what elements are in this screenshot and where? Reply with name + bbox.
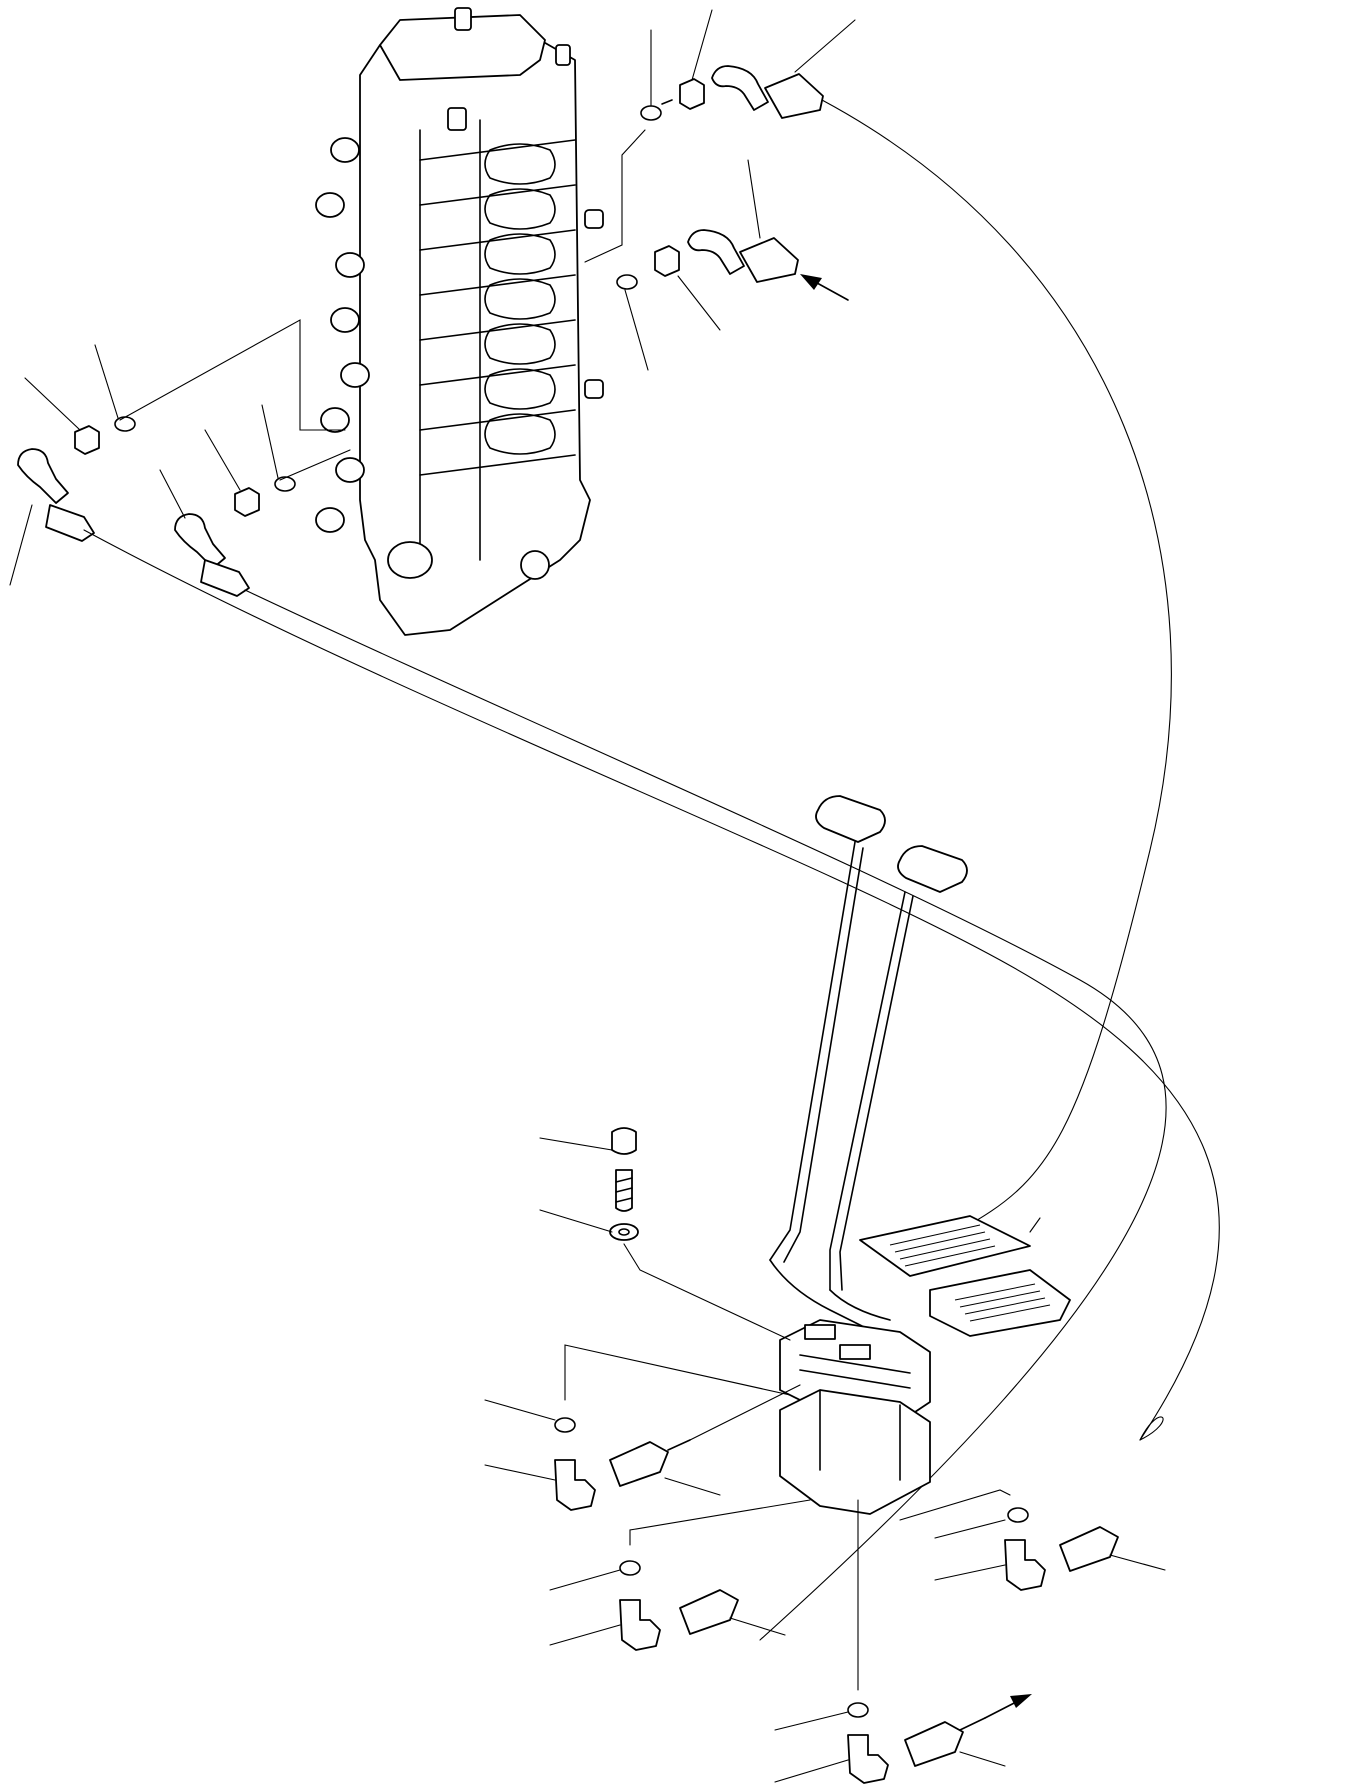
hose — [1059, 1526, 1119, 1572]
hose — [904, 1717, 986, 1767]
valve-sections — [419, 139, 576, 476]
elbow-fitting — [174, 513, 226, 569]
hose-runs — [83, 99, 1220, 1641]
spool-ports — [315, 137, 550, 580]
elbow-fitting — [17, 448, 69, 504]
washer — [609, 1223, 639, 1241]
hose — [764, 73, 824, 119]
hose — [200, 559, 250, 597]
elbow-fitting — [711, 65, 769, 111]
elbow-fitting — [554, 1459, 596, 1511]
o-ring — [1007, 1507, 1029, 1523]
o-ring — [274, 476, 296, 492]
flow-arrow — [800, 274, 849, 301]
adapter — [661, 78, 705, 110]
flow-arrow — [984, 1694, 1032, 1719]
hose — [609, 1439, 691, 1487]
elbow-fitting — [847, 1734, 889, 1784]
pilot-valve-pedal-assembly — [769, 795, 1071, 1515]
o-ring — [619, 1560, 641, 1576]
o-ring — [114, 416, 136, 432]
callout-leaders — [9, 9, 1166, 1783]
adapter — [654, 245, 680, 277]
o-ring — [616, 274, 638, 290]
control-valve-block — [315, 7, 604, 636]
adapter — [74, 425, 100, 455]
bolt — [611, 1127, 637, 1212]
hose — [45, 504, 95, 542]
o-ring — [640, 105, 662, 121]
o-ring — [554, 1417, 576, 1433]
adapter — [234, 487, 260, 517]
pedal-tread — [889, 1224, 1051, 1322]
elbow-fitting — [619, 1599, 661, 1651]
elbow-fitting — [1004, 1539, 1046, 1591]
o-ring — [847, 1702, 869, 1718]
hose — [679, 1589, 739, 1635]
hose — [739, 237, 799, 283]
elbow-fitting — [687, 229, 745, 275]
